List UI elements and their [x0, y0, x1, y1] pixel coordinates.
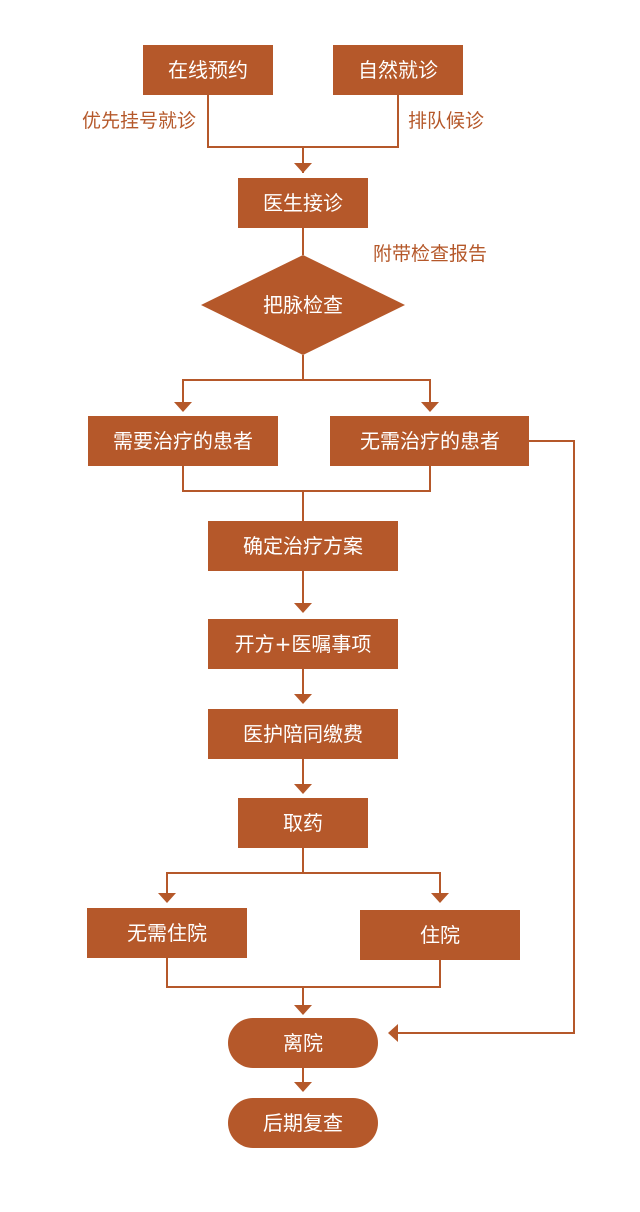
- node-discharge-box: [228, 1018, 378, 1068]
- node-discharge: 离院: [283, 1031, 323, 1055]
- node-followup-box: [228, 1098, 378, 1148]
- arrowhead-prescribe: [294, 603, 312, 613]
- node-doctor-box: [238, 178, 368, 228]
- node-need-treat-box: [88, 416, 278, 466]
- node-no-treat-box: [330, 416, 529, 466]
- node-medicine: 取药: [283, 811, 323, 835]
- connector-merge-hosp: [166, 958, 441, 1008]
- arrowhead-medicine: [294, 784, 312, 794]
- arrowhead-hosp: [431, 893, 449, 903]
- edge-labels: 优先挂号就诊 排队候诊 附带检查报告: [82, 110, 487, 265]
- connectors: [158, 95, 575, 1092]
- connector-merge-treat: [182, 466, 431, 521]
- node-hosp-box: [360, 910, 520, 960]
- node-online: 在线预约: [168, 58, 248, 82]
- arrowhead-followup: [294, 1082, 312, 1092]
- node-labels: 在线预约 自然就诊 医生接诊 把脉检查 需要治疗的患者 无需治疗的患者 确定治疗…: [113, 58, 500, 1135]
- node-pulse: 把脉检查: [263, 293, 343, 317]
- arrowhead-no-treat: [421, 402, 439, 412]
- arrowhead-escort: [294, 694, 312, 704]
- arrowhead-doctor: [294, 163, 312, 173]
- node-no-treat: 无需治疗的患者: [360, 429, 500, 453]
- label-report: 附带检查报告: [373, 243, 487, 265]
- arrowhead-need-treat: [174, 402, 192, 412]
- node-natural: 自然就诊: [358, 58, 438, 82]
- node-escort-box: [208, 709, 398, 759]
- node-online-box: [143, 45, 273, 95]
- nodes: [87, 45, 529, 1148]
- node-no-hosp: 无需住院: [127, 921, 207, 945]
- label-priority: 优先挂号就诊: [82, 110, 196, 132]
- node-escort: 医护陪同缴费: [243, 722, 363, 746]
- node-pulse-diamond: [201, 255, 405, 355]
- connector-online: [207, 95, 303, 148]
- node-medicine-box: [238, 798, 368, 848]
- node-hosp: 住院: [420, 923, 460, 947]
- label-queue: 排队候诊: [408, 110, 484, 132]
- node-need-treat: 需要治疗的患者: [113, 429, 253, 453]
- node-no-hosp-box: [87, 908, 247, 958]
- connector-natural: [303, 95, 399, 148]
- node-doctor: 医生接诊: [263, 191, 343, 215]
- connector-no-treat-discharge: [398, 440, 575, 1034]
- connector-pulse-split: [182, 355, 431, 405]
- arrowhead-discharge: [294, 1005, 312, 1015]
- node-prescribe: 开方+医嘱事项: [235, 632, 372, 656]
- node-plan: 确定治疗方案: [243, 534, 363, 558]
- arrowhead-discharge-side: [388, 1024, 398, 1042]
- node-prescribe-box: [208, 619, 398, 669]
- connector-medicine-split: [166, 848, 441, 895]
- arrowhead-no-hosp: [158, 893, 176, 903]
- node-plan-box: [208, 521, 398, 571]
- node-natural-box: [333, 45, 463, 95]
- node-followup: 后期复查: [263, 1111, 343, 1135]
